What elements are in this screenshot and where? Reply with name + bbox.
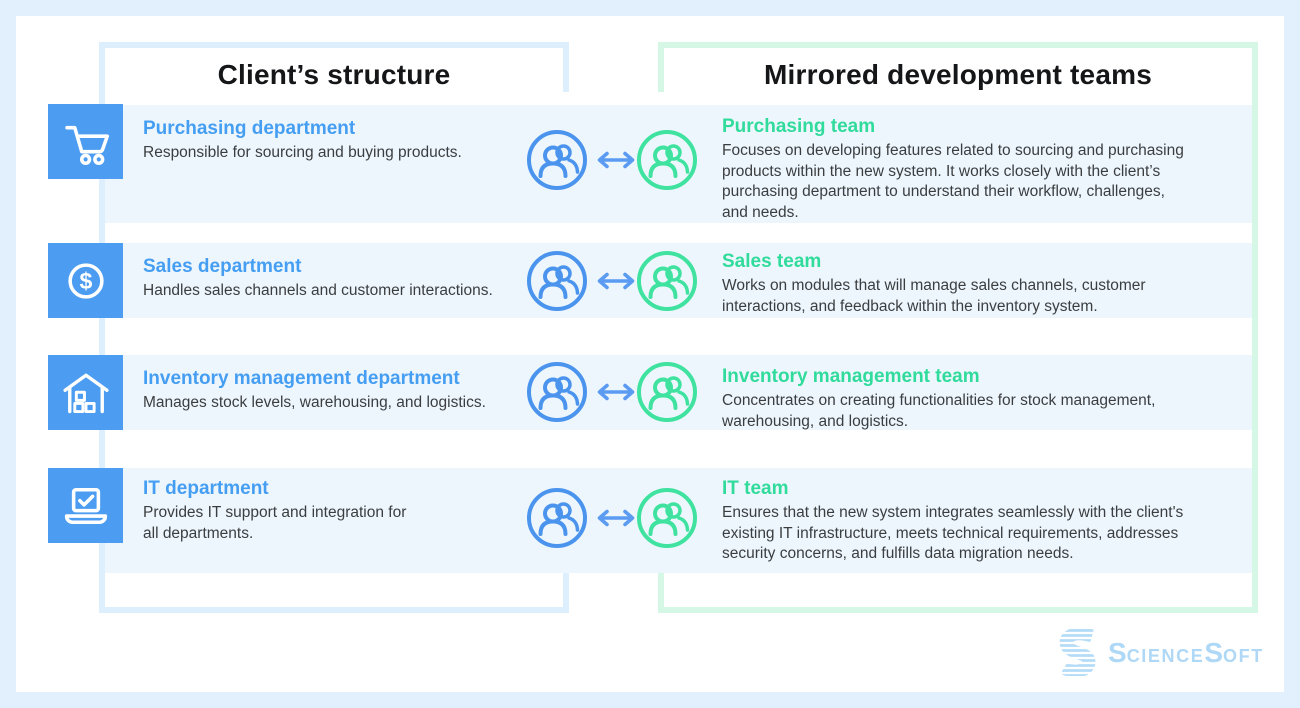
it-team-block: IT team Ensures that the new system inte…	[722, 477, 1252, 565]
dollar-icon: $	[67, 262, 104, 299]
team-description: Concentrates on creating functionalities…	[722, 392, 1156, 430]
team-title: Sales team	[722, 251, 822, 272]
team-title: Purchasing team	[722, 116, 876, 137]
shopping-cart-icon	[64, 125, 109, 165]
department-title: Purchasing department	[143, 118, 356, 139]
dev-team-people-icon	[637, 130, 697, 190]
client-team-people-icon	[527, 130, 587, 190]
sciencesoft-logo-icon	[1056, 629, 1100, 676]
mirrored-teams-heading: Mirrored development teams	[764, 59, 1152, 90]
department-description: Responsible for sourcing and buying prod…	[143, 144, 462, 161]
both-ways-arrow-icon	[597, 509, 635, 527]
client-team-people-icon	[527, 251, 587, 311]
purchasing-department-block: Purchasing department Responsible for so…	[143, 117, 563, 164]
department-description: Manages stock levels, warehousing, and l…	[143, 394, 486, 411]
client-team-people-icon	[527, 362, 587, 422]
department-description: Handles sales channels and customer inte…	[143, 282, 493, 299]
department-title: Inventory management department	[143, 368, 460, 389]
row-band	[105, 468, 1252, 573]
sales-team-block: Sales team Works on modules that will ma…	[722, 250, 1252, 317]
svg-text:$: $	[79, 268, 92, 294]
team-description: Focuses on developing features related t…	[722, 142, 1184, 221]
team-description: Ensures that the new system integrates s…	[722, 504, 1184, 562]
department-title: IT department	[143, 478, 269, 499]
row-band	[105, 105, 1252, 223]
sciencesoft-logo-text: ScienceSoft	[1108, 637, 1264, 669]
inventory-department-block: Inventory management department Manages …	[143, 367, 563, 414]
it-department-block: IT department Provides IT support and in…	[143, 477, 563, 544]
team-title: IT team	[722, 478, 789, 499]
purchasing-team-block: Purchasing team Focuses on developing fe…	[722, 115, 1252, 223]
sciencesoft-logo: ScienceSoft	[1056, 629, 1264, 676]
both-ways-arrow-icon	[597, 151, 635, 169]
it-department-tile	[48, 468, 123, 543]
logo-letters: cience	[1126, 645, 1205, 666]
dev-team-people-icon	[637, 251, 697, 311]
inventory-department-tile	[48, 355, 123, 430]
both-ways-arrow-icon	[597, 272, 635, 290]
logo-letter: S	[1204, 636, 1223, 668]
inventory-team-block: Inventory management team Concentrates o…	[722, 365, 1252, 432]
dev-team-people-icon	[637, 488, 697, 548]
sales-department-tile: $	[48, 243, 123, 318]
purchasing-department-tile	[48, 104, 123, 179]
logo-letters: oft	[1223, 645, 1264, 666]
dev-team-people-icon	[637, 362, 697, 422]
client-structure-heading: Client’s structure	[217, 59, 451, 90]
both-ways-arrow-icon	[597, 383, 635, 401]
warehouse-icon	[62, 373, 109, 413]
department-description: Provides IT support and integration for …	[143, 504, 407, 542]
department-title: Sales department	[143, 256, 302, 277]
laptop-check-icon	[64, 487, 107, 524]
team-title: Inventory management team	[722, 366, 980, 387]
team-description: Works on modules that will manage sales …	[722, 277, 1146, 315]
client-team-people-icon	[527, 488, 587, 548]
sales-department-block: Sales department Handles sales channels …	[143, 255, 563, 302]
logo-letter: S	[1108, 636, 1127, 668]
